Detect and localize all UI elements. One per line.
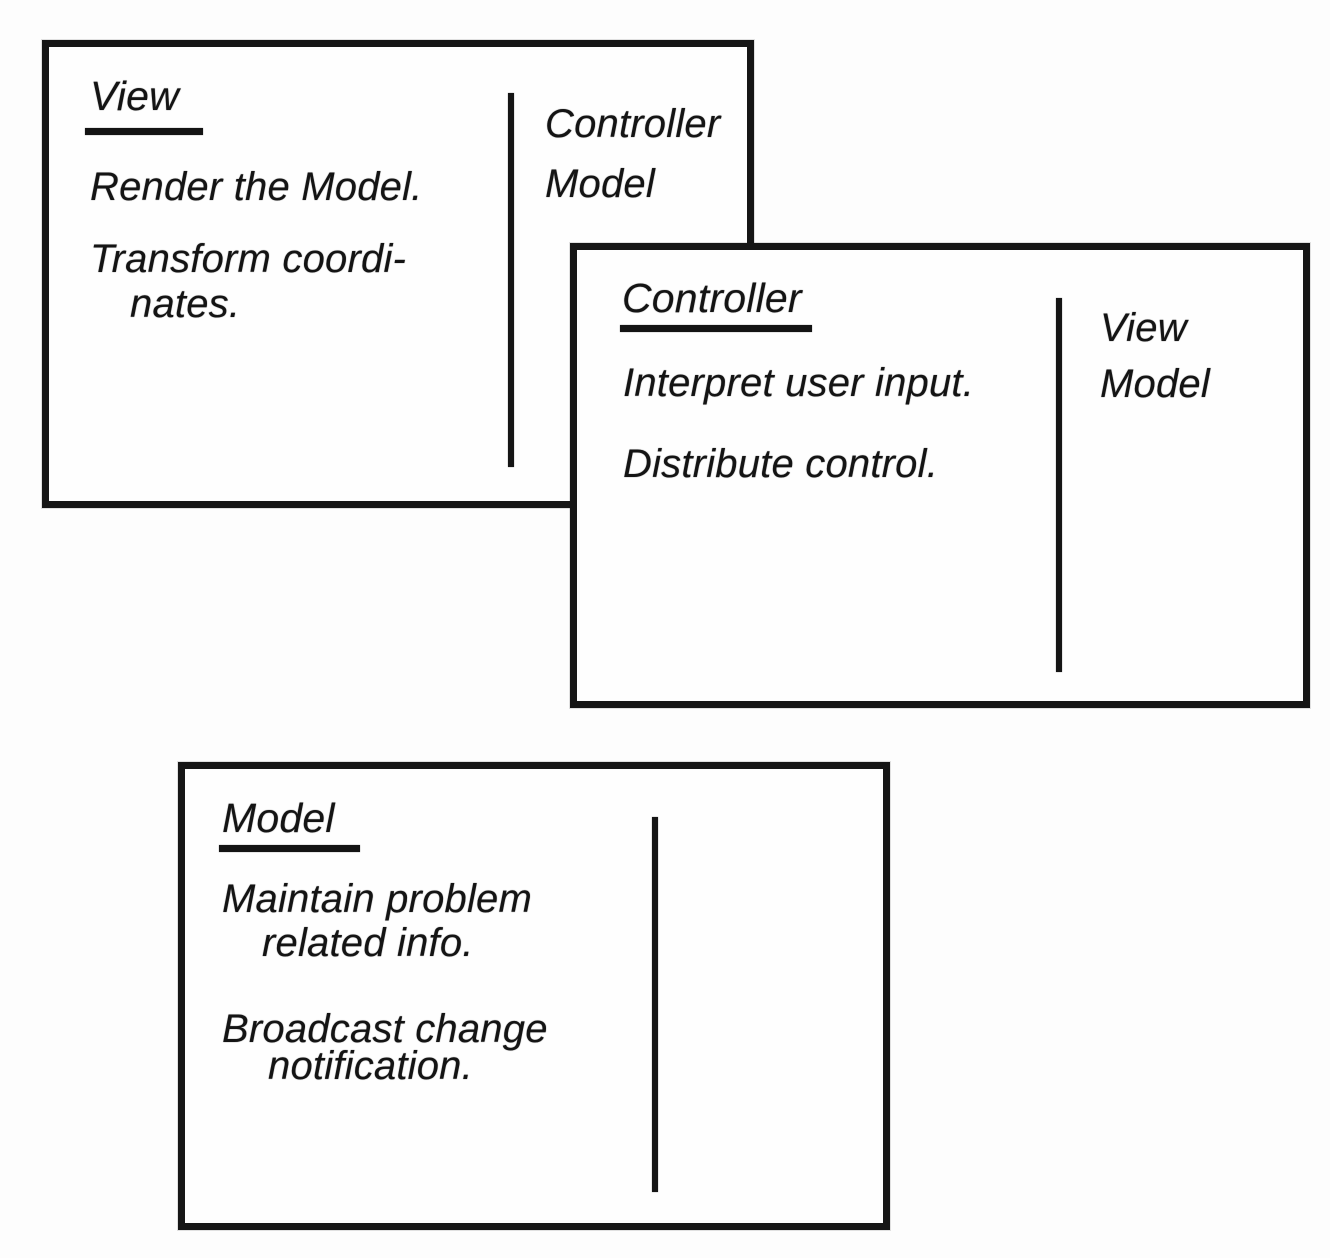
model-body-line: Maintain problem	[222, 877, 533, 921]
view-collaborator-label: Model	[545, 162, 655, 206]
model-body-line: Broadcast change	[222, 1007, 548, 1051]
view-column-separator	[508, 93, 514, 467]
view-title-underline	[85, 128, 203, 135]
view-collaborator-label: Controller	[545, 102, 721, 146]
model-card-title: Model	[222, 795, 335, 841]
controller-card: Controller Interpret user input. Distrib…	[570, 243, 1310, 708]
view-card-title: View	[90, 73, 179, 119]
model-column-separator	[652, 817, 658, 1192]
model-card: Model Maintain problem related info. Bro…	[178, 762, 890, 1230]
controller-collaborator-label: View	[1100, 306, 1187, 350]
controller-card-title: Controller	[622, 275, 802, 321]
view-body-line: Render the Model.	[90, 165, 423, 209]
controller-body-line: Distribute control.	[623, 442, 939, 486]
model-body-line: related info.	[262, 921, 474, 965]
view-body-line: nates.	[130, 282, 241, 326]
view-body-line: Transform coordi-	[90, 237, 407, 281]
model-body-line: notification.	[268, 1044, 473, 1088]
model-title-underline	[219, 845, 360, 852]
controller-column-separator	[1056, 298, 1062, 672]
controller-body-line: Interpret user input.	[623, 361, 975, 405]
controller-collaborator-label: Model	[1100, 362, 1210, 406]
controller-title-underline	[620, 325, 812, 332]
